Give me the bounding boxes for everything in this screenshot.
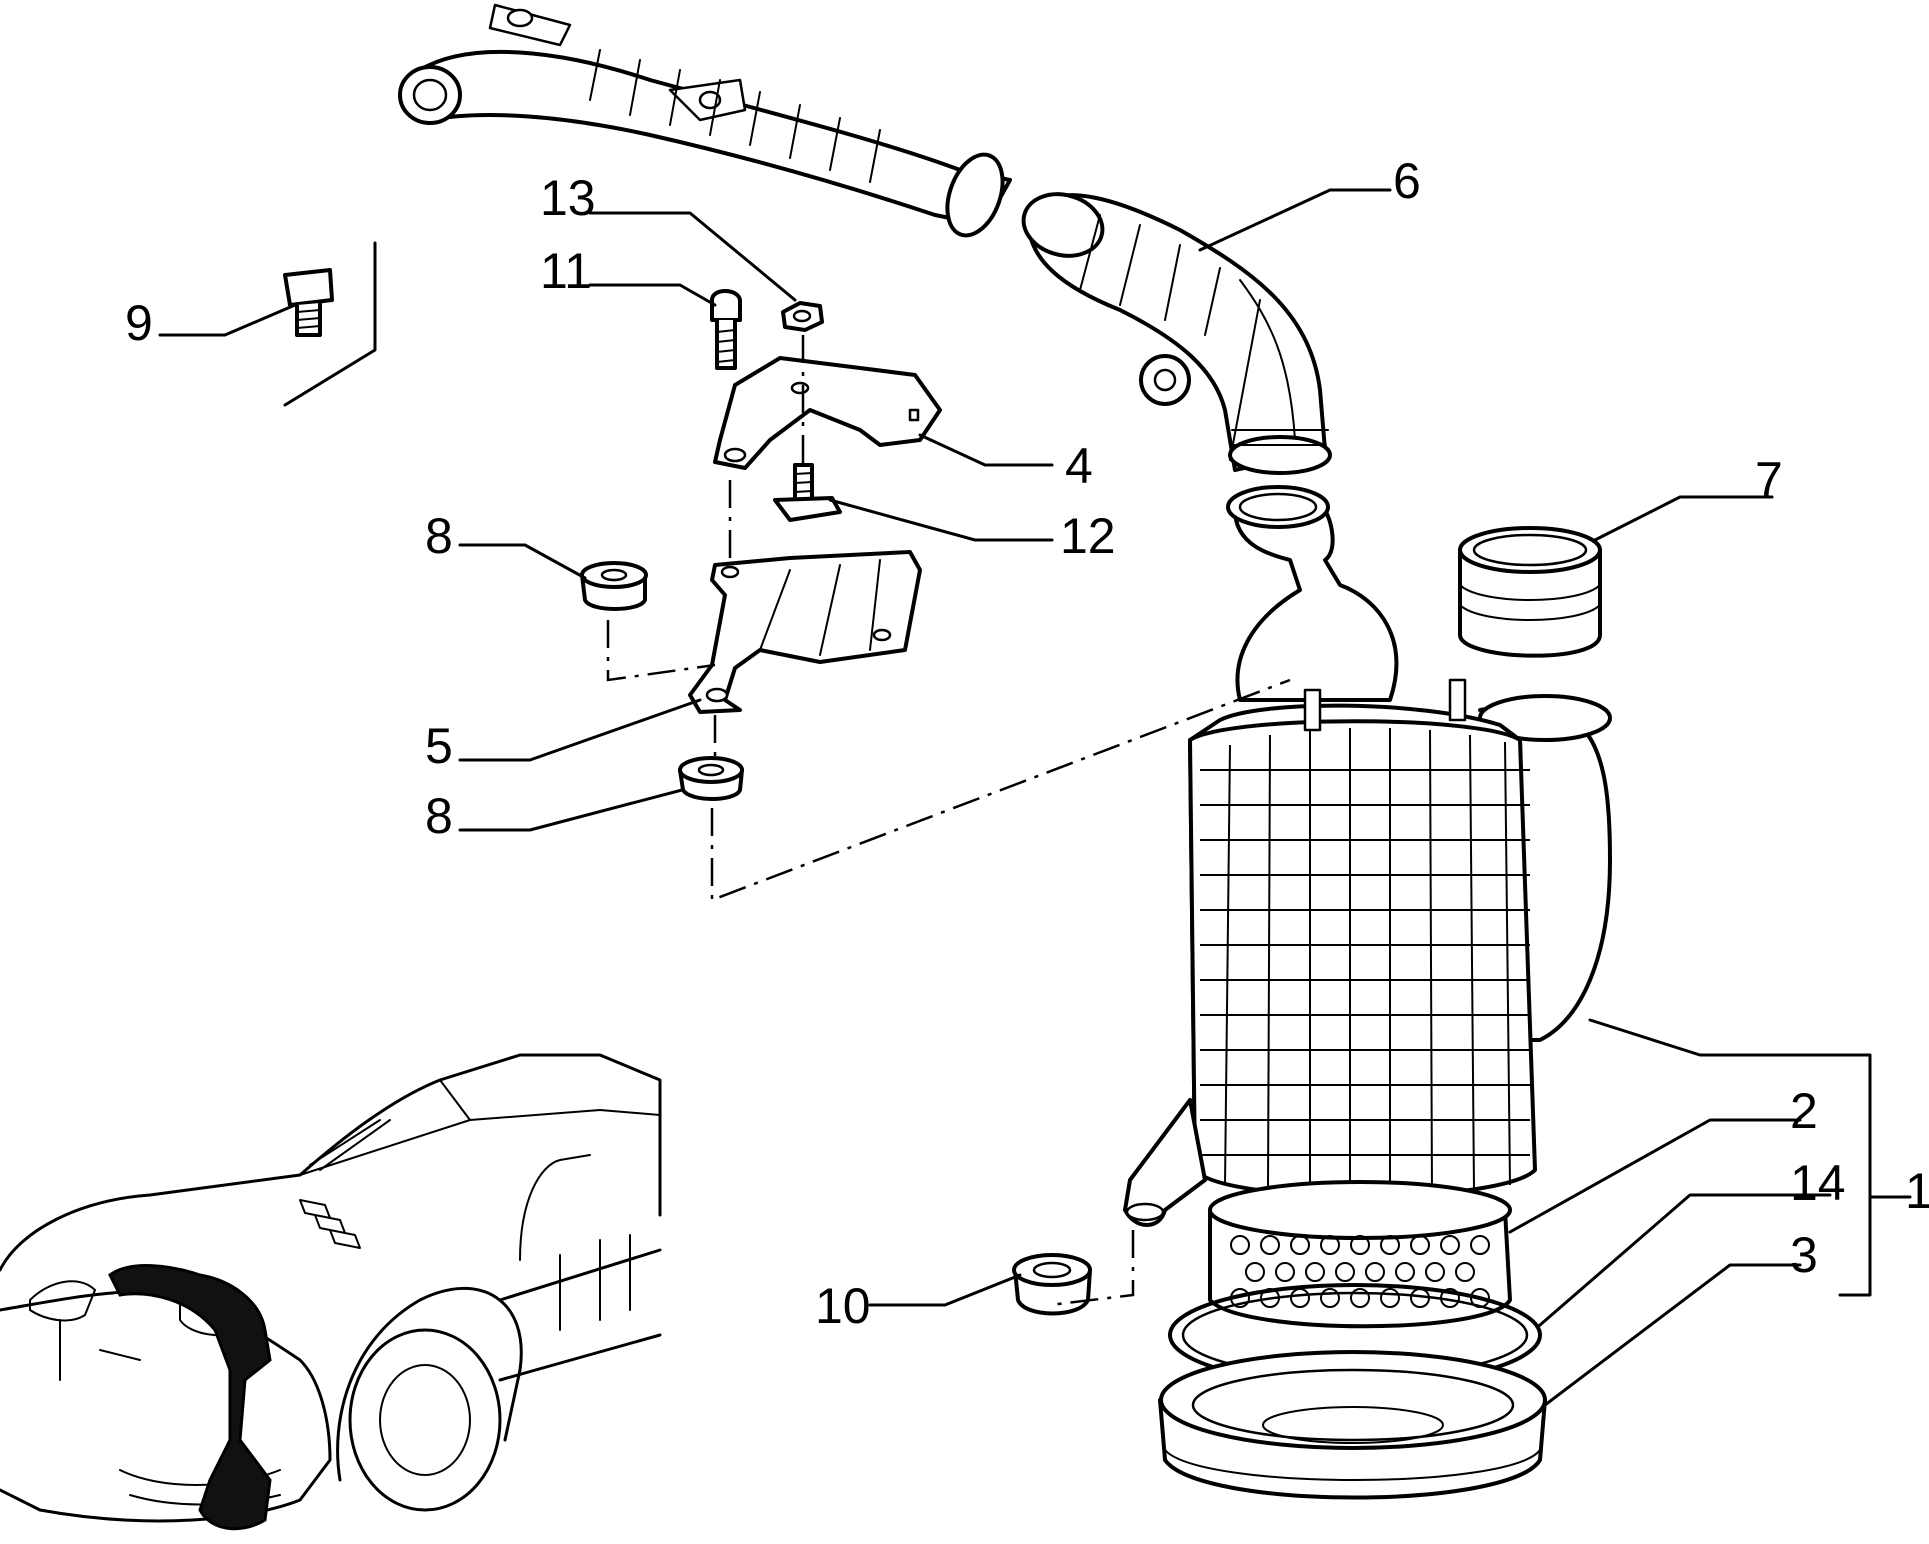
- bottom-cover-3: [1158, 1350, 1547, 1500]
- callout-5: 5: [425, 718, 453, 774]
- callout-3: 3: [1790, 1227, 1818, 1283]
- grommet-8-lower: [678, 756, 744, 801]
- callout-11: 11: [540, 243, 592, 299]
- callout-7: 7: [1755, 452, 1783, 508]
- stud-12: [773, 463, 842, 522]
- bolt-11: [710, 289, 742, 370]
- callout-1: 1: [1905, 1163, 1929, 1219]
- filter-housing: [1123, 678, 1612, 1227]
- callout-13: 13: [540, 170, 596, 226]
- bracket-5: [688, 550, 922, 714]
- grommet-8-upper: [580, 561, 648, 611]
- callout-8-upper: 8: [425, 508, 453, 564]
- housing-grid: [1200, 728, 1530, 1196]
- assembly-axis-lines: [606, 335, 1291, 1307]
- callout-10: 10: [815, 1278, 871, 1334]
- callout-2: 2: [1790, 1083, 1818, 1139]
- callout-9: 9: [125, 295, 153, 351]
- bolt-9: [283, 268, 334, 337]
- bracket-9-line: [283, 241, 377, 407]
- car-location-inset: [0, 1053, 662, 1531]
- filter-element-2: [1208, 1180, 1512, 1329]
- bracket-4: [713, 356, 942, 470]
- callout-14: 14: [1790, 1155, 1846, 1211]
- callout-labels: 6 7 4 12 13 11 9 8 5 8 10 2 14 3 1: [125, 153, 1929, 1334]
- callout-4: 4: [1065, 438, 1093, 494]
- ring-7: [1458, 526, 1602, 658]
- grommet-10: [1012, 1253, 1092, 1316]
- callout-12: 12: [1060, 508, 1116, 564]
- hose-6: [1021, 192, 1332, 475]
- intake-neck: [1226, 485, 1399, 702]
- callout-6: 6: [1393, 153, 1421, 209]
- nut-13: [781, 301, 824, 332]
- callout-8-lower: 8: [425, 788, 453, 844]
- leader-lines: [158, 188, 1912, 1407]
- upper-intake-hose: [398, 3, 1012, 238]
